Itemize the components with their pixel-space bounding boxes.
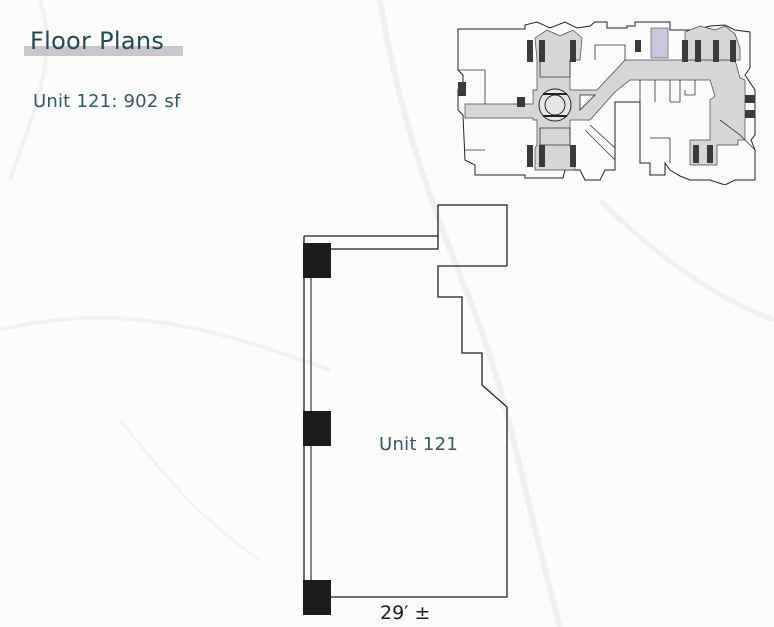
column-middle <box>303 411 331 446</box>
unit-label: Unit 121 <box>379 434 459 455</box>
unit-size-summary: Unit 121: 902 sf <box>33 91 181 112</box>
structural-columns <box>303 243 331 615</box>
rotunda-icon <box>538 88 572 122</box>
page-title: Floor Plans <box>30 27 165 55</box>
key-plan <box>457 21 756 185</box>
unit-walls <box>303 204 508 614</box>
highlighted-unit-121 <box>650 27 669 59</box>
page-header: Floor Plans <box>24 26 183 56</box>
core-blocks <box>458 40 755 167</box>
column-top <box>303 243 331 278</box>
column-bottom <box>303 580 331 615</box>
title-underline <box>24 46 183 56</box>
width-dimension: 29′ ± <box>380 602 431 624</box>
